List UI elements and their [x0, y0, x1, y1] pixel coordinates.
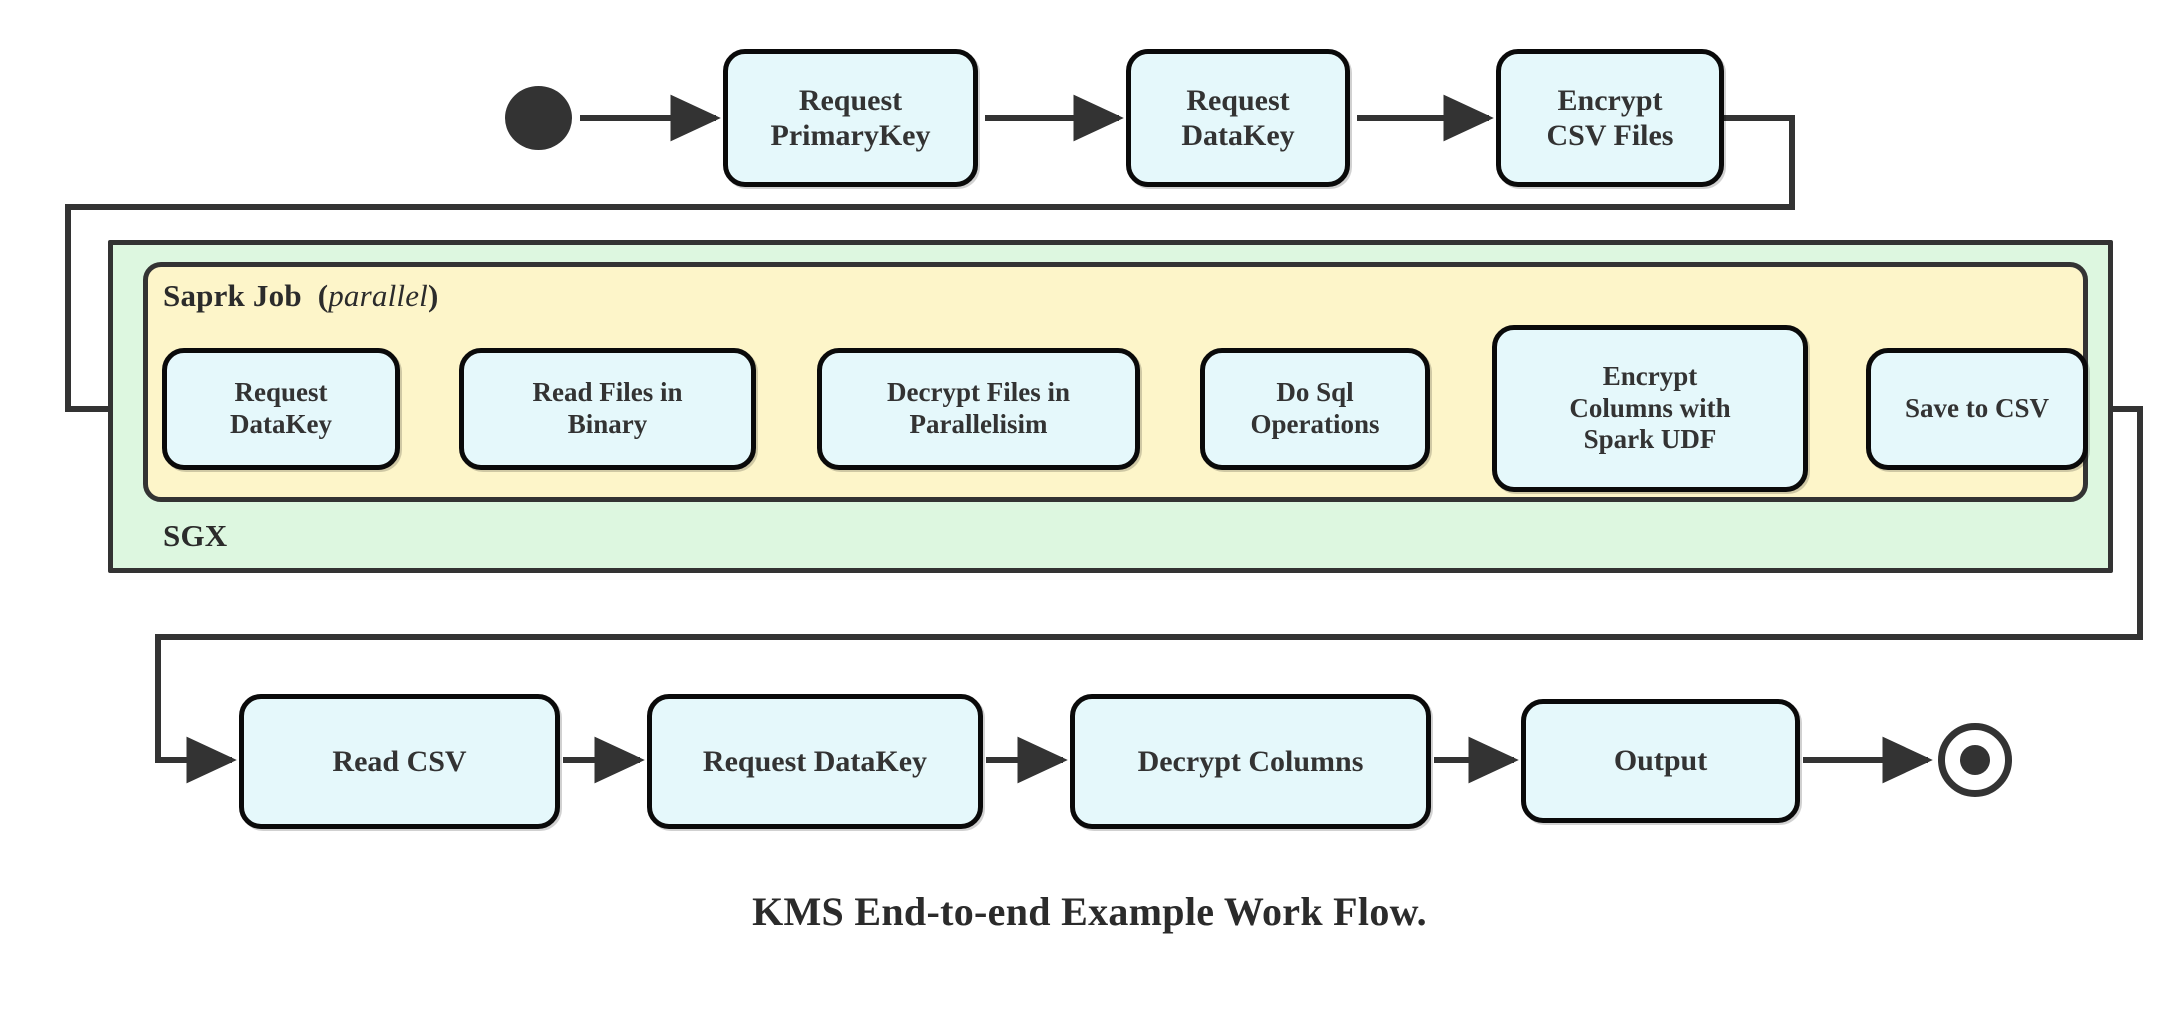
end-node-inner-dot — [1960, 745, 1990, 775]
node-label: Do Sql Operations — [1250, 377, 1380, 439]
spark-job-label-paren-open: ( — [317, 278, 329, 313]
spark-job-label: Saprk Job (parallel) — [163, 278, 439, 314]
start-node — [505, 86, 572, 150]
node-label: Request DataKey — [230, 377, 332, 439]
node-label: Encrypt CSV Files — [1546, 83, 1674, 152]
node-save-to-csv[interactable]: Save to CSV — [1866, 348, 2088, 470]
node-request-datakey-bottom[interactable]: Request DataKey — [647, 694, 983, 829]
node-read-csv[interactable]: Read CSV — [239, 694, 560, 829]
node-decrypt-columns[interactable]: Decrypt Columns — [1070, 694, 1431, 829]
sgx-label: SGX — [163, 518, 227, 554]
node-request-datakey-spark[interactable]: Request DataKey — [162, 348, 400, 470]
node-label: Read CSV — [332, 744, 467, 778]
node-label: Decrypt Files in Parallelisim — [887, 377, 1070, 439]
node-encrypt-csv-files[interactable]: Encrypt CSV Files — [1496, 49, 1724, 187]
node-label: Output — [1613, 744, 1708, 778]
node-label: Save to CSV — [1904, 393, 2049, 424]
node-request-datakey-top[interactable]: Request DataKey — [1126, 49, 1350, 187]
sgx-label-text: SGX — [163, 518, 228, 553]
node-label: Request PrimaryKey — [770, 83, 931, 152]
spark-job-label-paren-close: ) — [427, 278, 439, 313]
node-label: Read Files in Binary — [532, 377, 683, 439]
spark-job-label-emphasis: parallel — [328, 278, 428, 313]
node-request-primarykey[interactable]: Request PrimaryKey — [723, 49, 978, 187]
caption-text: KMS End-to-end Example Work Flow. — [752, 889, 1427, 934]
node-output[interactable]: Output — [1521, 699, 1800, 823]
node-decrypt-files-in-parallelisim[interactable]: Decrypt Files in Parallelisim — [817, 348, 1140, 470]
node-label: Request DataKey — [702, 744, 928, 778]
node-encrypt-columns-with-spark-udf[interactable]: Encrypt Columns with Spark UDF — [1492, 325, 1808, 492]
node-label: Request DataKey — [1181, 83, 1295, 152]
spark-job-label-main: Saprk Job — [163, 278, 302, 313]
end-node — [1938, 723, 2012, 797]
node-do-sql-operations[interactable]: Do Sql Operations — [1200, 348, 1430, 470]
node-label: Encrypt Columns with Spark UDF — [1569, 360, 1731, 455]
node-label: Decrypt Columns — [1137, 744, 1364, 778]
diagram-caption: KMS End-to-end Example Work Flow. — [0, 888, 2179, 935]
node-read-files-in-binary[interactable]: Read Files in Binary — [459, 348, 756, 470]
